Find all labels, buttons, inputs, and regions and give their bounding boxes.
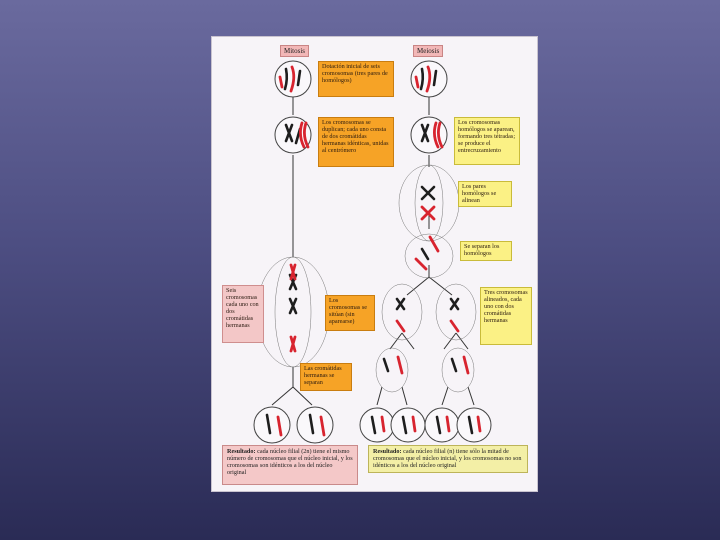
box-cromatidas-separan: Las cromátidas hermanas se separan [300,363,352,391]
box-seis-cromosomas: Seis cromosomas cada uno con dos cromáti… [222,285,264,343]
box-dotacion: Dotación inicial de seis cromosomas (tre… [318,61,394,97]
mitosis-title: Mitosis [280,45,310,57]
box-homologos-aparean: Los cromosomas homólogos se aparean, for… [454,117,520,165]
box-sin-aparearse: Los cromosomas se sitúan (sin aparearse) [325,295,375,331]
box-tres-cromosomas: Tres cromosomas alineados, cada uno con … [480,287,532,345]
result-mitosis-label: Resultado: [227,448,256,455]
spindle-lines [256,164,477,393]
result-mitosis-text: cada núcleo filial (2n) tiene el mismo n… [227,448,353,477]
result-meiosis: Resultado: cada núcleo filial (n) tiene … [368,445,528,473]
result-meiosis-label: Resultado: [373,448,402,455]
chromosomes [265,65,482,437]
flow-arrows [271,97,475,406]
mitosis-meiosis-figure: Mitosis Meiosis Dotación inicial de seis… [211,36,538,492]
box-duplican: Los cromosomas se duplican; cada uno con… [318,117,394,167]
result-mitosis: Resultado: cada núcleo filial (2n) tiene… [222,445,358,485]
box-separan-homologos: Se separan los homólogos [460,241,512,261]
box-pares-alinean: Los pares homólogos se alinean [458,181,512,207]
result-meiosis-text: cada núcleo filial (n) tiene sólo la mit… [373,448,522,470]
meiosis-title: Meiosis [413,45,444,57]
diagram-art [253,60,492,444]
